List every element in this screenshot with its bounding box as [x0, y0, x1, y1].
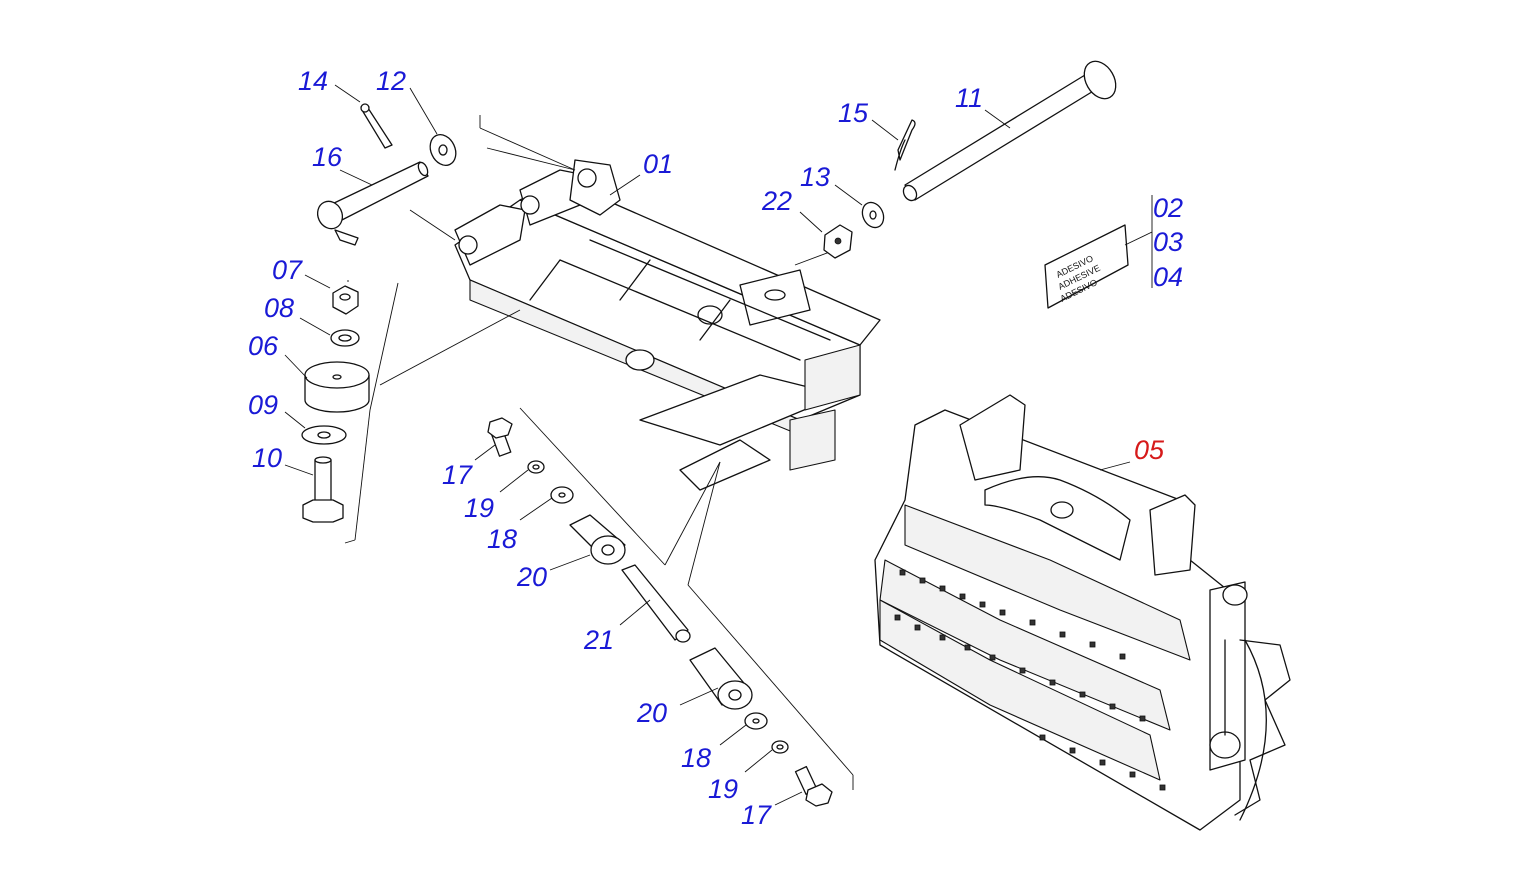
label-18-lower: 18 [681, 743, 711, 773]
label-22: 22 [761, 186, 792, 216]
washer-part-12 [409, 87, 457, 167]
castle-nut-part-22 [799, 211, 853, 259]
label-08: 08 [264, 293, 294, 323]
label-14: 14 [298, 66, 328, 96]
label-21: 21 [583, 625, 614, 655]
label-20-upper: 20 [516, 562, 547, 592]
label-13: 13 [800, 162, 830, 192]
main-frame-part-01 [379, 115, 881, 491]
adhesive-sticker: ADESIVO ADHESIVE ADESIVO [1044, 195, 1153, 309]
label-15: 15 [838, 98, 869, 128]
label-02: 02 [1153, 193, 1183, 223]
label-17-upper: 17 [442, 460, 473, 490]
label-19-lower: 19 [708, 774, 738, 804]
label-06: 06 [248, 331, 279, 361]
label-11: 11 [955, 83, 983, 113]
label-19-upper: 19 [464, 493, 494, 523]
label-09: 09 [248, 390, 278, 420]
mount-stack [284, 274, 399, 544]
label-05: 05 [1134, 435, 1165, 465]
part-labels: 01 02 03 04 05 06 07 08 09 10 11 12 13 1… [248, 66, 1183, 830]
label-20-lower: 20 [636, 698, 667, 728]
label-03: 03 [1153, 227, 1183, 257]
pin-part-16 [316, 161, 429, 246]
cotter-pin-part-14 [334, 84, 393, 149]
label-10: 10 [252, 443, 282, 473]
label-04: 04 [1153, 262, 1183, 292]
long-pin-part-11 [902, 60, 1117, 202]
bushing-stack [474, 407, 854, 807]
label-16: 16 [312, 142, 343, 172]
split-pin-part-15 [871, 119, 916, 171]
washer-part-13 [834, 184, 885, 229]
label-01: 01 [643, 149, 673, 179]
label-17-lower: 17 [741, 800, 772, 830]
label-07: 07 [272, 255, 303, 285]
label-18-upper: 18 [487, 524, 517, 554]
label-12: 12 [376, 66, 406, 96]
drum-assembly-part-05 [874, 394, 1291, 831]
